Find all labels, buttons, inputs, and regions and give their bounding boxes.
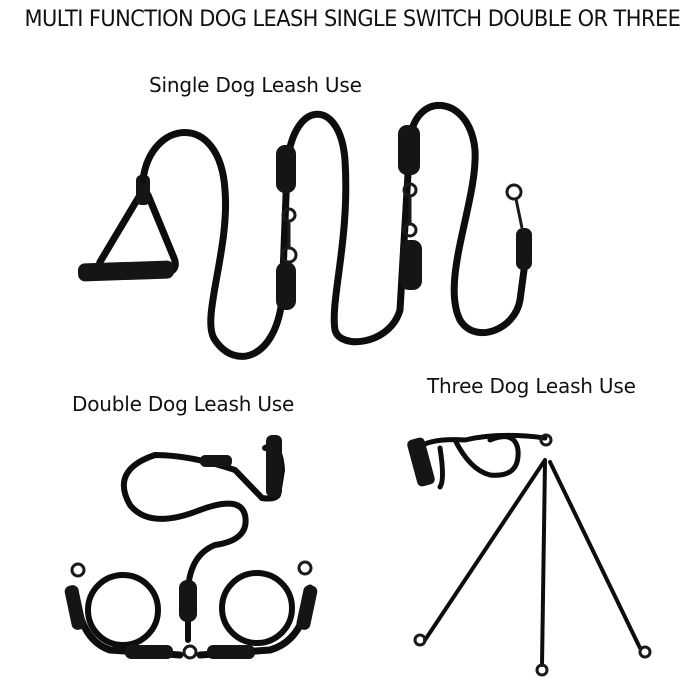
three-leash-image — [407, 432, 652, 677]
double-leash-label: Double Dog Leash Use — [72, 392, 295, 416]
single-leash-image — [77, 101, 532, 360]
single-leash-label: Single Dog Leash Use — [149, 73, 362, 97]
double-leash-image — [64, 435, 318, 660]
three-leash-label: Three Dog Leash Use — [427, 374, 636, 398]
page-title: MULTI FUNCTION DOG LEASH SINGLE SWITCH D… — [24, 6, 681, 32]
